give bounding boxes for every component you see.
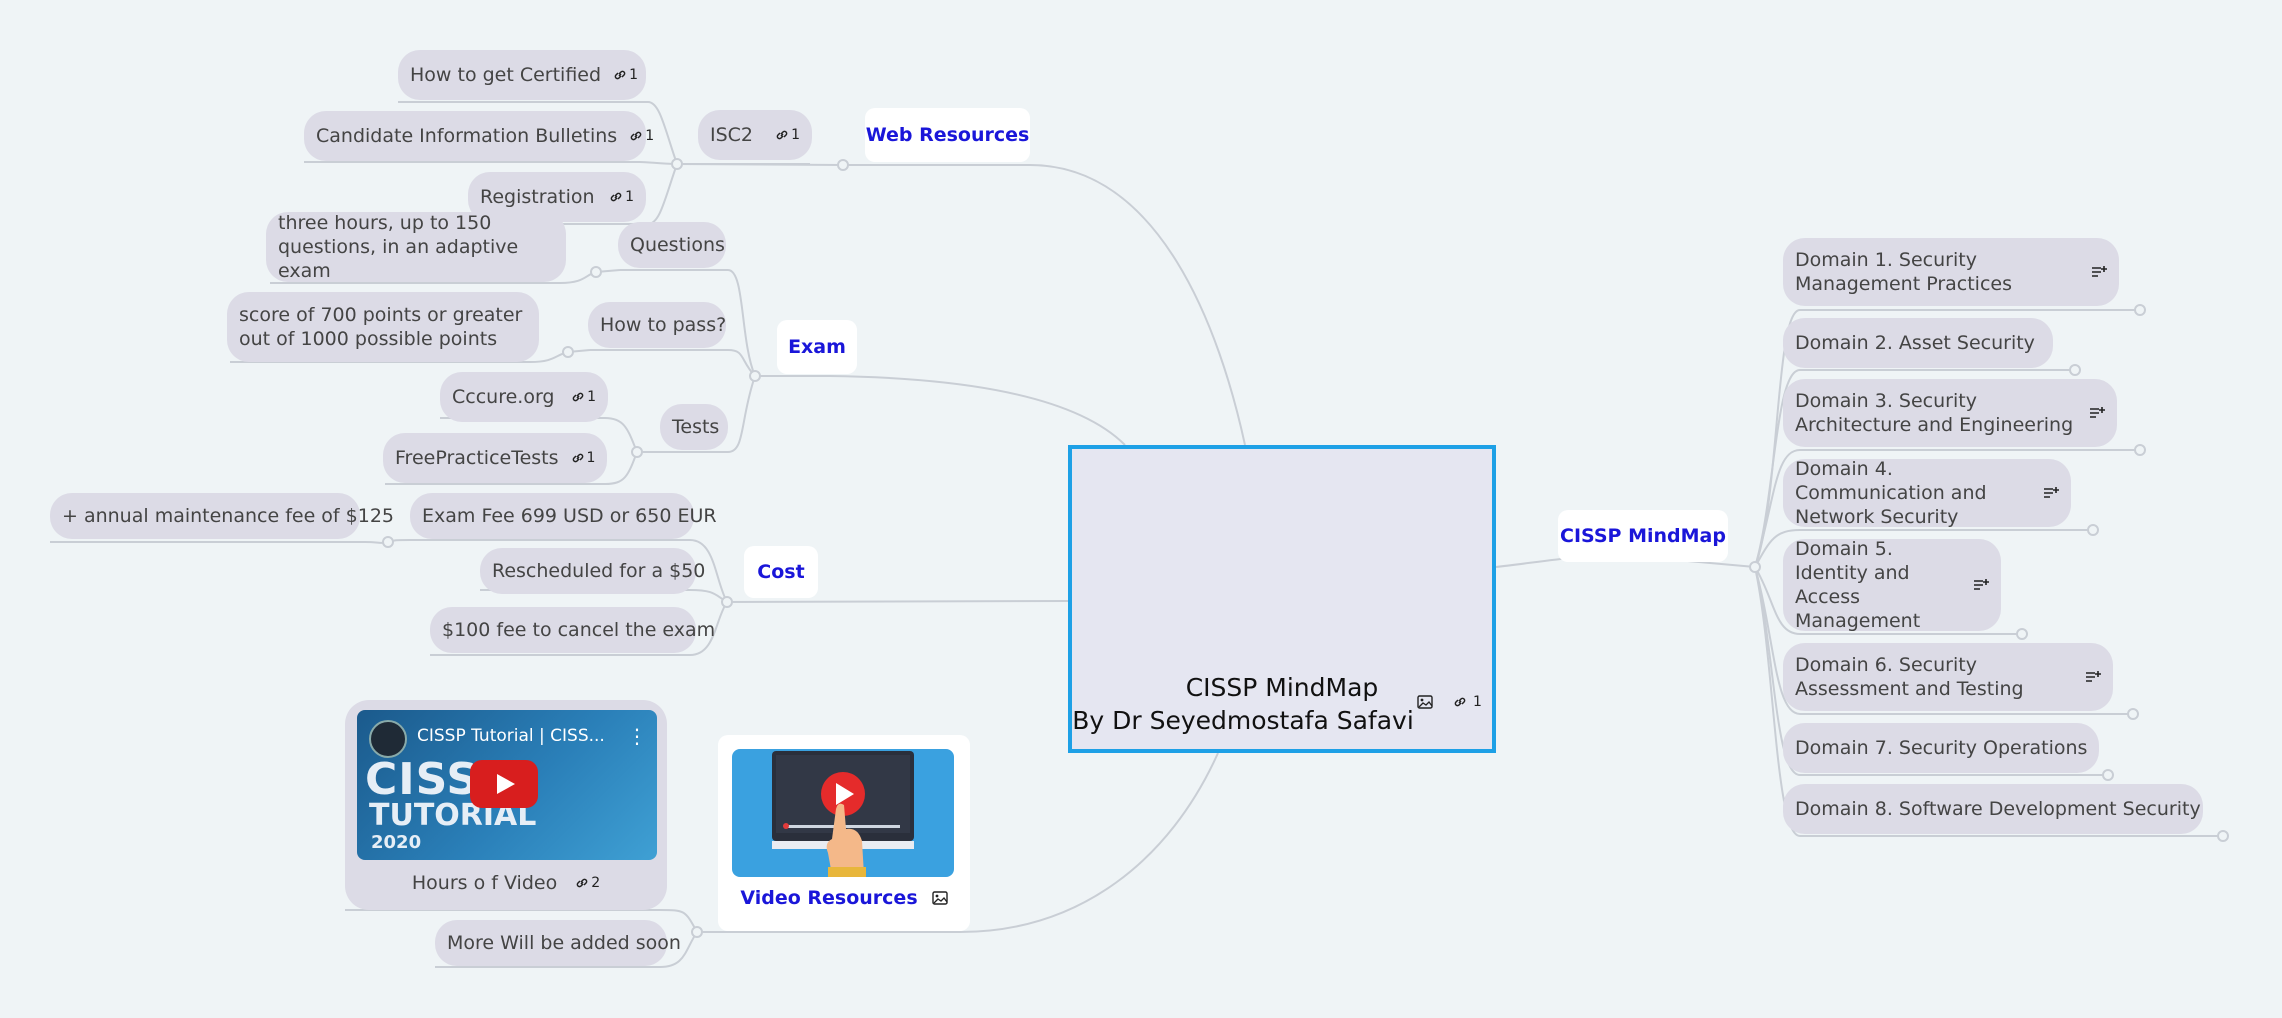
registration-label: Registration: [480, 186, 595, 208]
link-icon: [610, 192, 622, 202]
isc2-label: ISC2: [710, 124, 754, 146]
domain-3-label: Domain 3. Security Architecture and Engi…: [1795, 390, 2074, 436]
domain-6-node[interactable]: Domain 6. Security Assessment and Testin…: [1783, 643, 2113, 711]
domain-4-label: Domain 4. Communication and Network Secu…: [1795, 458, 1987, 528]
channel-avatar: [369, 720, 407, 758]
link-icon: [630, 131, 642, 141]
link-count: 1: [586, 450, 596, 466]
isc2-links: 1: [775, 123, 800, 147]
questions-node[interactable]: Questions: [618, 222, 726, 268]
domain-2-node[interactable]: Domain 2. Asset Security: [1783, 318, 2053, 368]
link-icon: [1454, 697, 1466, 707]
video-links: 2: [575, 875, 600, 891]
domain-7-node[interactable]: Domain 7. Security Operations: [1783, 723, 2099, 773]
link-icon: [576, 878, 588, 888]
link-count-group: 1: [629, 124, 654, 148]
central-link-count: 1: [1473, 694, 1482, 710]
video-resources-label: Video Resources: [740, 887, 918, 909]
domain-1-node[interactable]: Domain 1. Security Management Practices: [1783, 238, 2119, 306]
central-icons: 1: [1417, 694, 1482, 710]
free-practice-tests-node[interactable]: FreePracticeTests 1: [383, 433, 607, 483]
web-resources-topic[interactable]: Web Resources: [865, 108, 1030, 162]
hours-of-video-node[interactable]: CISSP Tutorial | CISS... ⋮ CISSP TUTORIA…: [345, 700, 667, 910]
domain-6-label: Domain 6. Security Assessment and Testin…: [1795, 654, 2024, 700]
link-icon: [572, 392, 584, 402]
isc2-link-count: 1: [791, 127, 800, 143]
link-count-group: 1: [613, 63, 638, 87]
notes-icon: [2044, 487, 2059, 498]
domain-8-label: Domain 8. Software Development Security: [1795, 798, 2201, 820]
central-title-line1: CISSP MindMap: [1185, 673, 1379, 702]
domain-2-label: Domain 2. Asset Security: [1795, 332, 2035, 354]
link-count: 1: [625, 189, 634, 205]
cancel-fee-node[interactable]: $100 fee to cancel the exam: [430, 607, 715, 653]
tests-node[interactable]: Tests: [660, 404, 728, 450]
isc2-node[interactable]: ISC2 1: [698, 110, 812, 160]
questions-detail-node[interactable]: three hours, up to 150 questions, in an …: [266, 212, 566, 282]
candidate-bulletins-label: Candidate Information Bulletins: [316, 125, 618, 147]
image-icon: [1417, 695, 1433, 709]
notes-icon: [2092, 266, 2107, 277]
how-to-pass-node[interactable]: How to pass?: [588, 302, 726, 348]
link-count: 1: [587, 389, 596, 405]
video-thumb-title: CISSP Tutorial | CISS...: [417, 726, 605, 746]
link-count-group: 1: [571, 446, 596, 470]
central-title-line2: By Dr Seyedmostafa Safavi: [1072, 706, 1414, 735]
free-practice-tests-label: FreePracticeTests: [395, 447, 559, 469]
link-icon: [614, 70, 626, 80]
link-count-group: 1: [609, 185, 634, 209]
domain-4-node[interactable]: Domain 4. Communication and Network Secu…: [1783, 458, 2071, 528]
video-resources-illustration: [732, 749, 954, 877]
video-thumb-year: 2020: [371, 832, 422, 853]
cissp-mindmap-topic[interactable]: CISSP MindMap: [1558, 510, 1728, 562]
image-icon: [931, 891, 948, 905]
video-link-count: 2: [591, 875, 601, 891]
video-thumbnail[interactable]: CISSP Tutorial | CISS... ⋮ CISSP TUTORIA…: [357, 710, 657, 860]
domain-3-node[interactable]: Domain 3. Security Architecture and Engi…: [1783, 379, 2117, 447]
cost-topic[interactable]: Cost: [744, 546, 818, 598]
more-options-icon[interactable]: ⋮: [627, 724, 647, 748]
domain-7-label: Domain 7. Security Operations: [1795, 737, 2088, 759]
link-icon: [572, 453, 583, 463]
domain-5-label: Domain 5. Identity and Access Management: [1795, 538, 1921, 632]
exam-topic[interactable]: Exam: [777, 320, 857, 374]
reschedule-node[interactable]: Rescheduled for a $50: [480, 548, 705, 594]
candidate-bulletins-node[interactable]: Candidate Information Bulletins 1: [304, 111, 654, 161]
central-title: CISSP MindMap By Dr Seyedmostafa Safavi: [1072, 671, 1492, 737]
cccure-node[interactable]: Cccure.org 1: [440, 372, 608, 422]
link-count-group: 1: [571, 385, 596, 409]
domain-1-label: Domain 1. Security Management Practices: [1795, 249, 2012, 295]
how-to-get-certified-label: How to get Certified: [410, 64, 602, 86]
link-count: 1: [629, 67, 638, 83]
domain-5-node[interactable]: Domain 5. Identity and Access Management: [1783, 538, 2001, 632]
how-to-get-certified-node[interactable]: How to get Certified 1: [398, 50, 646, 100]
central-topic[interactable]: CISSP MindMap By Dr Seyedmostafa Safavi …: [1068, 445, 1496, 753]
maintenance-fee-node[interactable]: + annual maintenance fee of $125: [50, 493, 394, 539]
link-icon: [776, 130, 788, 140]
exam-fee-node[interactable]: Exam Fee 699 USD or 650 EUR: [410, 493, 717, 539]
pass-detail-node[interactable]: score of 700 points or greater out of 10…: [227, 292, 539, 362]
play-icon[interactable]: [470, 760, 538, 808]
domain-8-node[interactable]: Domain 8. Software Development Security: [1783, 784, 2203, 834]
video-resources-topic[interactable]: Video Resources: [718, 735, 970, 931]
more-will-be-added-node[interactable]: More Will be added soon: [435, 920, 681, 966]
link-count: 1: [645, 128, 655, 144]
hours-of-video-label: Hours o f Video: [411, 872, 558, 894]
cccure-label: Cccure.org: [452, 386, 555, 408]
notes-icon: [2086, 671, 2101, 682]
notes-icon: [1974, 579, 1989, 590]
notes-icon: [2090, 407, 2105, 418]
